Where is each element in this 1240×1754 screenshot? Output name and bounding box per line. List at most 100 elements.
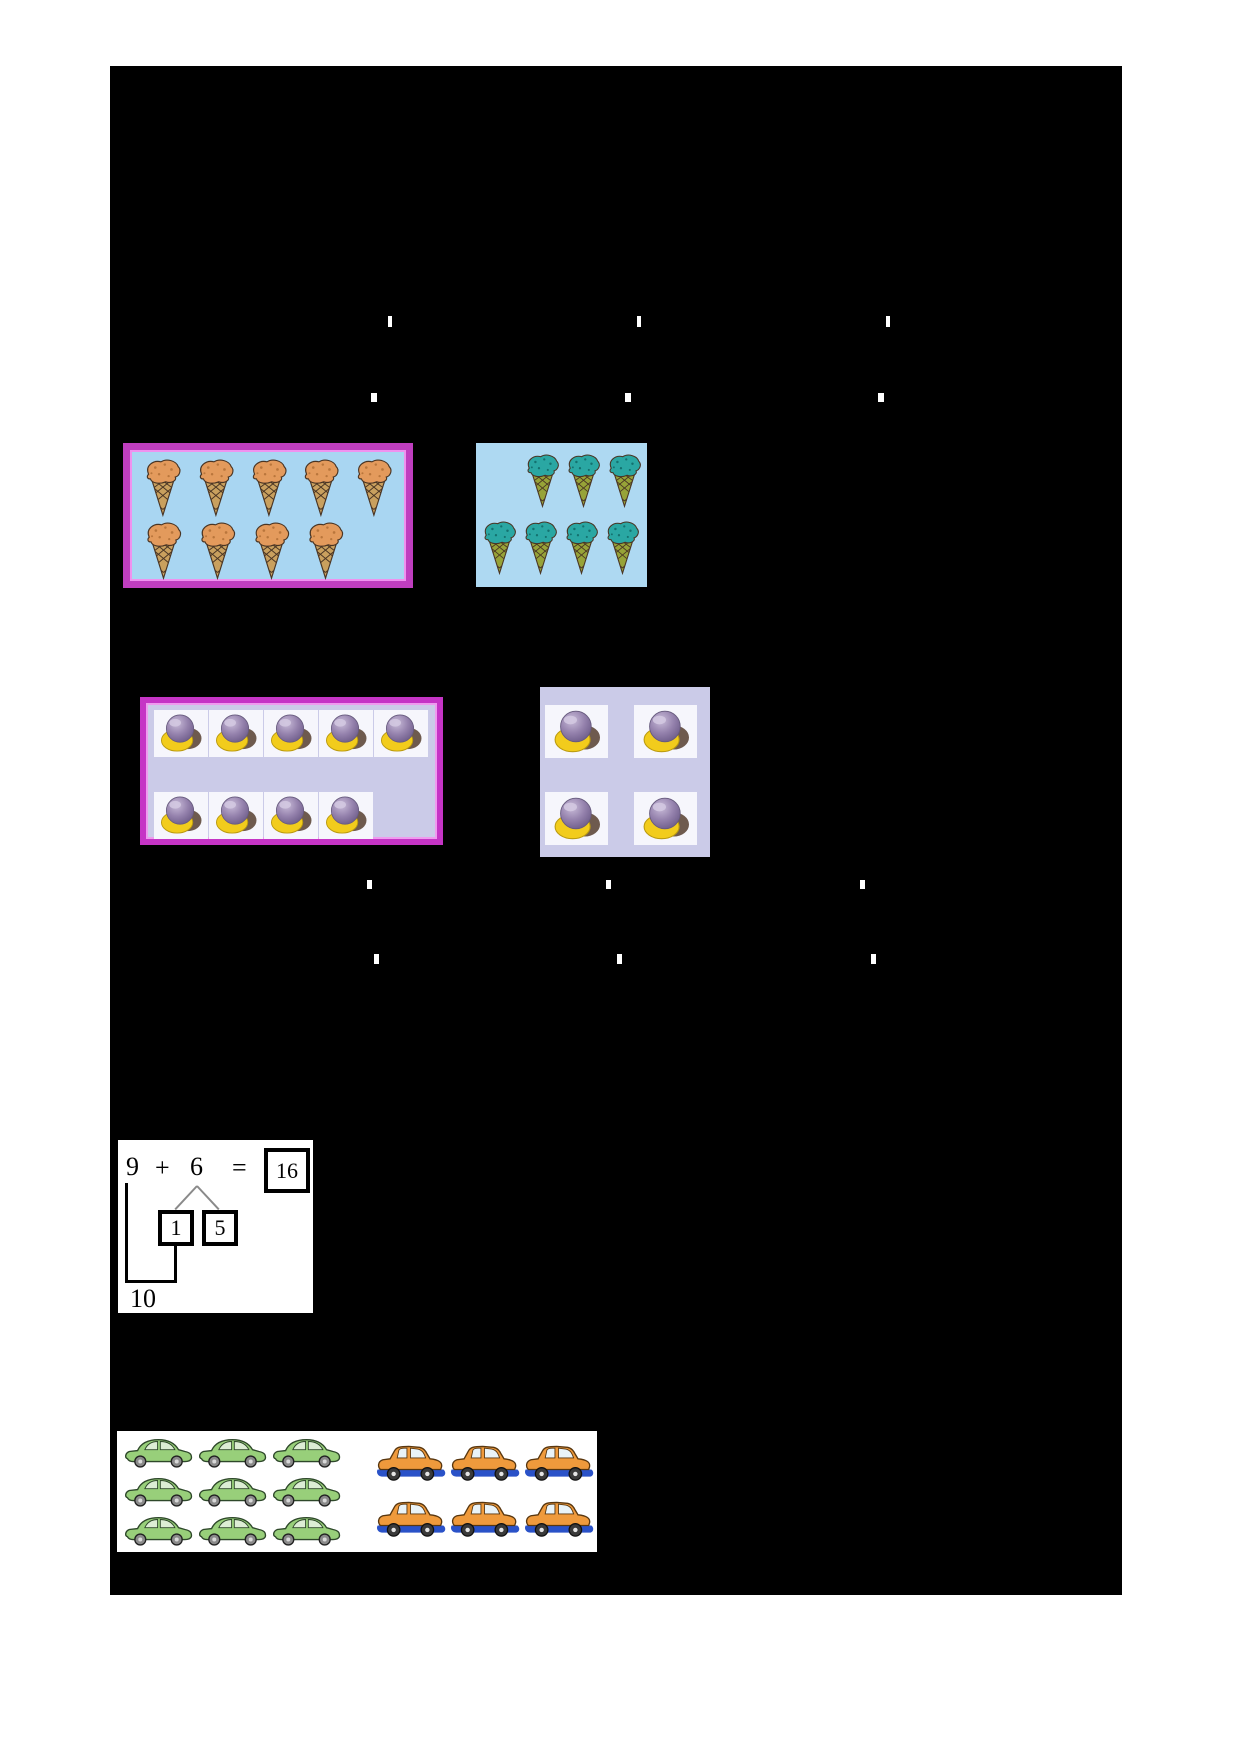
- bracket-right-line: [174, 1245, 177, 1283]
- ball-icon: [639, 709, 693, 755]
- ball-cell: [319, 792, 373, 839]
- ball-cell: [634, 705, 697, 758]
- ball-cell: [374, 710, 428, 757]
- ice-cream-cone-icon: [562, 519, 601, 578]
- ball-cell: [545, 705, 608, 758]
- ten-label: 10: [130, 1284, 156, 1313]
- figure-four-balls: [540, 687, 710, 857]
- answer-mark: [388, 316, 392, 327]
- addend-b: 6: [190, 1152, 203, 1181]
- figure-row: [545, 705, 710, 758]
- figure-row: [480, 452, 644, 511]
- ice-cream-cone-icon: [521, 519, 560, 578]
- ball-cell: [634, 792, 697, 845]
- figure-cars-strip: [117, 1431, 597, 1552]
- orange-car-icon: [449, 1438, 520, 1485]
- answer-mark: [860, 880, 865, 889]
- result-value: 16: [276, 1157, 298, 1183]
- ball-cell: [264, 710, 318, 757]
- figure-row: [123, 1472, 351, 1509]
- ice-cream-cone-icon: [605, 452, 644, 511]
- ball-icon: [639, 796, 693, 842]
- ball-cell: [264, 792, 318, 839]
- ball-cell: [545, 792, 608, 845]
- ice-cream-cone-icon: [191, 458, 241, 519]
- split-box-right: 5: [202, 1210, 238, 1246]
- split-right-value: 5: [214, 1215, 226, 1240]
- green-car-icon: [197, 1472, 268, 1509]
- equals-sign: =: [232, 1153, 247, 1182]
- ball-icon: [267, 795, 315, 836]
- green-car-icon: [271, 1433, 342, 1470]
- split-box-left: 1: [158, 1210, 194, 1246]
- answer-mark: [625, 393, 631, 402]
- ice-cream-cone-icon: [138, 521, 189, 582]
- ice-cream-cone-icon: [192, 521, 243, 582]
- split-left-value: 1: [170, 1215, 182, 1240]
- answer-mark: [606, 880, 611, 889]
- green-car-icon: [123, 1433, 194, 1470]
- orange-car-icon: [449, 1494, 520, 1541]
- ice-cream-cone-icon: [564, 452, 603, 511]
- figure-row: [480, 519, 644, 578]
- answer-mark: [374, 954, 379, 964]
- ice-cream-cone-icon: [349, 458, 399, 519]
- orange-car-icon: [375, 1494, 446, 1541]
- make-ten-diagram: 9 + 6 = 16 1 5 10: [118, 1140, 313, 1313]
- ball-cell: [154, 710, 208, 757]
- ice-cream-cone-icon: [300, 521, 351, 582]
- figure-nine-balls: [140, 697, 443, 845]
- ball-cell: [319, 710, 373, 757]
- green-car-icon: [271, 1472, 342, 1509]
- green-car-icon: [271, 1511, 342, 1548]
- bracket-left-line: [125, 1183, 128, 1283]
- figure-row: [123, 1433, 351, 1470]
- ice-cream-cone-icon: [246, 521, 297, 582]
- branch-left-line: [174, 1185, 198, 1211]
- ball-icon: [267, 713, 315, 754]
- answer-mark: [886, 316, 890, 327]
- ice-cream-cone-icon: [244, 458, 294, 519]
- ball-icon: [212, 713, 260, 754]
- ice-cream-cone-icon: [523, 452, 562, 511]
- figure-row: [123, 1511, 351, 1548]
- ice-cream-cone-icon: [603, 519, 642, 578]
- ball-cell: [209, 710, 263, 757]
- bracket-bottom-line: [125, 1280, 177, 1283]
- green-car-icon: [123, 1472, 194, 1509]
- ball-icon: [322, 713, 370, 754]
- figure-row: [375, 1494, 597, 1541]
- result-box: 16: [264, 1148, 310, 1193]
- ice-cream-cone-icon: [480, 519, 519, 578]
- green-car-icon: [197, 1511, 268, 1548]
- ball-icon: [322, 795, 370, 836]
- figure-row: [138, 521, 399, 582]
- green-car-icon: [123, 1511, 194, 1548]
- ball-cell: [154, 792, 208, 839]
- ball-icon: [377, 713, 425, 754]
- ball-icon: [157, 795, 205, 836]
- answer-mark: [637, 316, 641, 327]
- answer-mark: [371, 393, 377, 402]
- answer-mark: [878, 393, 884, 402]
- figure-green-cars: [123, 1433, 351, 1551]
- ball-icon: [157, 713, 205, 754]
- figure-row: [375, 1438, 597, 1485]
- figure-row: [545, 792, 710, 845]
- ice-cream-cone-icon: [296, 458, 346, 519]
- ball-icon: [550, 796, 604, 842]
- orange-car-icon: [375, 1438, 446, 1485]
- figure-orange-cars: [375, 1438, 597, 1548]
- branch-right-line: [196, 1185, 220, 1211]
- ball-icon: [212, 795, 260, 836]
- addend-a: 9: [126, 1152, 139, 1181]
- ice-cream-cone-icon: [138, 458, 188, 519]
- ball-icon: [550, 709, 604, 755]
- plus-sign: +: [155, 1153, 170, 1182]
- orange-car-icon: [523, 1438, 594, 1485]
- figure-teal-ice-creams: [476, 443, 647, 587]
- figure-row: [138, 458, 399, 519]
- answer-mark: [367, 880, 372, 889]
- orange-car-icon: [523, 1494, 594, 1541]
